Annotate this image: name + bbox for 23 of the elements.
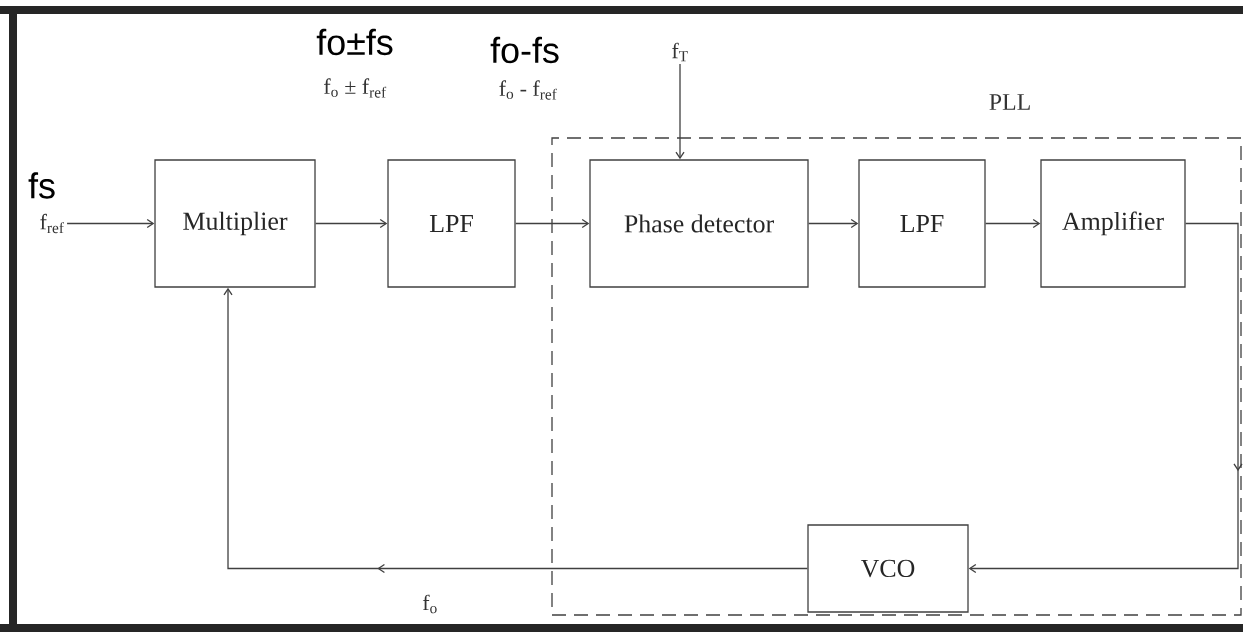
arrow <box>66 218 155 229</box>
signal-label: fo-fs <box>490 36 559 64</box>
arrow <box>515 218 590 229</box>
block-box: Amplifier <box>1040 159 1186 288</box>
block-box: LPF <box>858 159 986 288</box>
block-box: VCO <box>807 524 969 613</box>
region-label: PLL <box>989 94 1030 110</box>
block-box: LPF <box>387 159 516 288</box>
arrow <box>675 63 685 160</box>
arrow <box>968 222 1243 574</box>
signal-label: fo±fs <box>316 28 393 56</box>
arrow <box>985 218 1041 229</box>
signal-label: f$_{T}$ <box>672 42 688 62</box>
signal-label: f$_{o}$ ± f$_{ref}$ <box>324 78 387 98</box>
signal-label: f$_{o}$ - f$_{ref}$ <box>499 80 557 100</box>
arrow <box>223 287 808 574</box>
arrow <box>808 218 859 229</box>
signal-label: f$_{ref}$ <box>40 213 64 234</box>
arrow <box>315 218 388 229</box>
block-box: Multiplier <box>154 159 316 288</box>
signal-annotation: fs <box>28 172 55 199</box>
block-box: Phase detector <box>589 159 809 288</box>
signal-label: f$_{o}$ <box>422 594 437 614</box>
